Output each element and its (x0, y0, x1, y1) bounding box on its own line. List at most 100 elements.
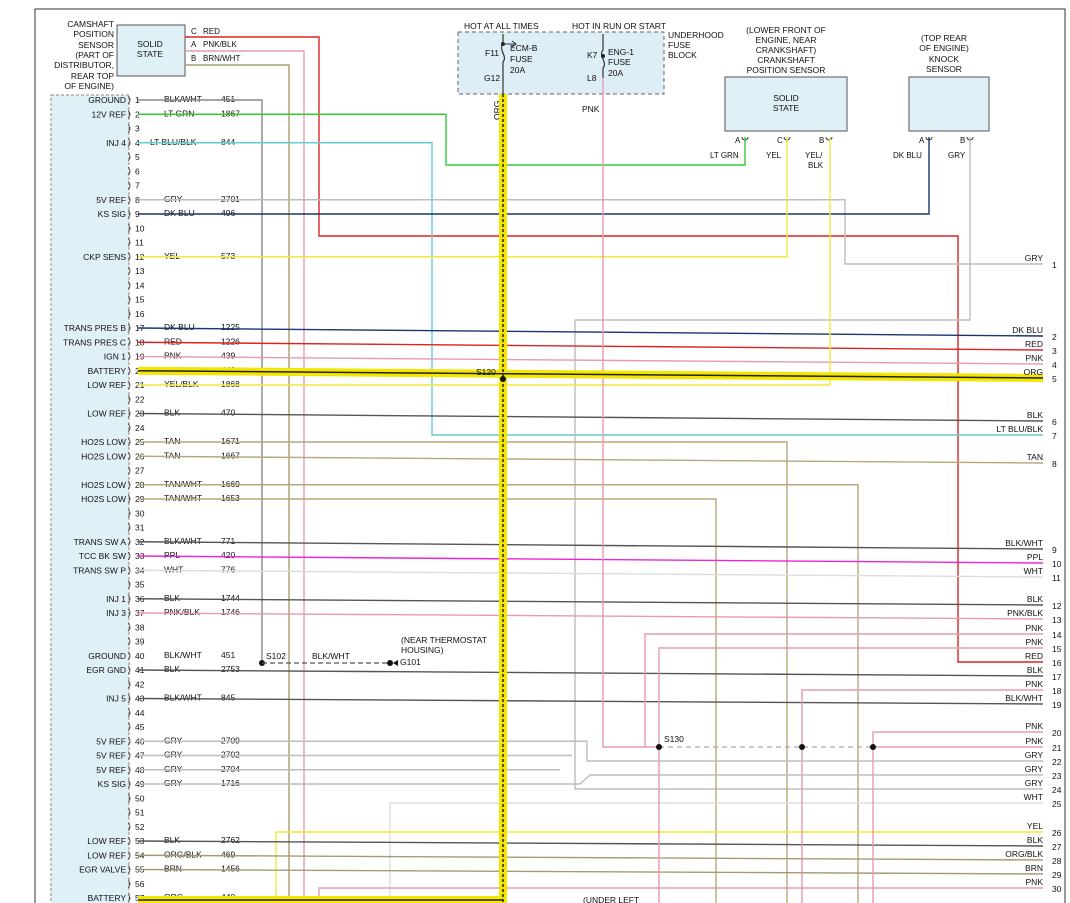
ecm-pin-function: TRANS SW A (74, 537, 127, 547)
wire-wht-trans-sw-p (137, 569, 1044, 578)
harness-terminal-label: RED (1025, 339, 1043, 349)
wire-wht-25 (389, 802, 1043, 903)
ecm-pin-function: CKP SENS (83, 252, 126, 262)
wire-blk-wht-trans-sw-a (137, 541, 1044, 550)
camshaft-label-line: REAR TOP (71, 71, 114, 81)
harness-terminal-number: 14 (1052, 630, 1062, 640)
crank-pin-c: C (777, 136, 783, 145)
wire-yel-blk-low-ref (138, 137, 831, 386)
knock-pin-b: B (960, 136, 965, 145)
crank-pin-b-terminal (825, 136, 833, 141)
ecm-pin-terminal (127, 508, 131, 518)
harness-terminal-label: BLK (1027, 410, 1043, 420)
ecm-pin-wire-color: GRY (164, 735, 183, 745)
ecm-pin-function: HO2S LOW (81, 437, 126, 447)
ecm-pin-circuit: 1667 (221, 450, 240, 460)
crank-sensor-box (724, 76, 848, 132)
ecm-pin-function: IGN 1 (104, 352, 126, 362)
ecm-pin-terminal (127, 551, 131, 561)
ecm-pin-terminal (127, 252, 131, 262)
ecm-pin-terminal (127, 323, 131, 333)
wire-brn-wht-cam-b (185, 64, 290, 903)
pink-wire-label: PNK (582, 104, 600, 114)
hot-in-run-label: HOT IN RUN OR START (572, 21, 666, 31)
harness-terminal-number: 10 (1052, 559, 1062, 569)
wire-blk-inj1 (137, 598, 1044, 606)
ecm-pin-number: 13 (135, 266, 145, 276)
fuse-ecmb-text: ECM-B (510, 43, 538, 53)
crank-label-line: CRANKSHAFT) (756, 45, 817, 55)
camshaft-label-line: (PART OF (75, 50, 114, 60)
crank-box-text: STATE (773, 103, 799, 113)
ecm-pin-circuit: 496 (221, 208, 235, 218)
ecm-pin-function: TRANS PRES C (63, 337, 126, 347)
harness-terminal-label: PNK (1026, 637, 1044, 647)
ecm-pin-terminal (127, 494, 131, 504)
ecm-pin-terminal (127, 352, 131, 361)
ecm-pin-function: EGR VALVE (79, 865, 126, 875)
harness-terminal-number: 2 (1052, 332, 1057, 342)
ecm-pin-function: 5V REF (96, 751, 126, 761)
ecm-pin-function: 5V REF (96, 736, 126, 746)
harness-terminal-label: BLK (1027, 594, 1043, 604)
harness-terminal-number: 12 (1052, 601, 1062, 611)
ecm-pin-function: 5V REF (96, 195, 126, 205)
ecm-pin-terminal (127, 708, 131, 718)
ecm-pin-function: TRANS PRES B (64, 323, 127, 333)
ecm-pin-terminal (127, 223, 131, 233)
wire-dk-blu-trans-pres-b (137, 327, 1044, 337)
diagram-frame (34, 8, 1066, 903)
harness-terminal-number: 24 (1052, 785, 1062, 795)
g101-label: G101 (400, 657, 421, 667)
ecm-pin-wire-color: BLK (164, 835, 180, 845)
fuse-g12-label: G12 (484, 73, 500, 83)
ecm-pin-terminal (127, 865, 131, 874)
ecm-pin-function: TRANS SW P (73, 565, 126, 575)
ecm-pin-circuit: 439 (221, 351, 235, 361)
fuse-block-label: UNDERHOOD (668, 30, 724, 40)
splice-s130: S130 (656, 734, 876, 750)
crank-pin-a-color: LT GRN (710, 151, 739, 160)
ecm-pin-function: EGR GND (86, 665, 126, 675)
ecm-pin-number: 9 (135, 209, 140, 219)
wire-org-battery-horizontal (137, 370, 1044, 379)
wire-blk-low-ref (137, 412, 1044, 422)
ecm-pin-wire-color: BLK/WHT (164, 650, 202, 660)
hot-at-all-times-label: HOT AT ALL TIMES (464, 21, 539, 31)
wire-lt-blu-blk-inj4 (138, 142, 1043, 436)
wire-pnk-ign1 (137, 355, 1044, 365)
crank-pin-c-color: YEL (766, 151, 782, 160)
harness-terminal-label: GRY (1025, 764, 1044, 774)
ecm-pin-terminal (127, 637, 131, 646)
ecm-pin-number: 11 (135, 238, 144, 248)
camshaft-label-line: POSITION (73, 29, 114, 39)
ecm-pin-terminal (127, 152, 131, 162)
ecm-pin-function: 5V REF (96, 765, 126, 775)
ecm-pin-function: INJ 5 (106, 694, 126, 704)
crank-pin-b-color: BLK (808, 161, 824, 170)
wire-yel-26 (275, 831, 1043, 903)
harness-terminal-number: 29 (1052, 870, 1062, 880)
ecm-pin-number: 44 (135, 708, 145, 718)
ecm-pin-function: LOW REF (87, 836, 126, 846)
ecm-pin-terminal (127, 337, 131, 347)
ecm-pin-wire-color: BRN (164, 864, 182, 874)
harness-terminal-number: 19 (1052, 700, 1062, 710)
wire-dk-blu-ks-sig (138, 137, 930, 215)
wire-red-cam-c (185, 36, 1043, 663)
ecm-pin-terminal (127, 580, 131, 589)
wire-tan-wht-ho2s-1669 (138, 484, 859, 903)
ecm-pin-wire-color: GRY (164, 750, 183, 760)
orange-wire-label: ORG (492, 101, 502, 120)
ecm-pin-wire-color: TAN (164, 436, 180, 446)
ecm-pin-terminal (127, 850, 131, 860)
knock-label-line: OF ENGINE) (919, 43, 969, 53)
harness-terminal-number: 8 (1052, 459, 1057, 469)
ecm-pin-wire-color: WHT (164, 564, 183, 574)
harness-terminal-number: 27 (1052, 842, 1062, 852)
ecm-pin-function: HO2S LOW (81, 451, 126, 461)
ecm-pin-function: KS SIG (98, 779, 126, 789)
wire-pnk-eng1-feed (602, 78, 659, 748)
ecm-pin-terminal (127, 694, 131, 703)
